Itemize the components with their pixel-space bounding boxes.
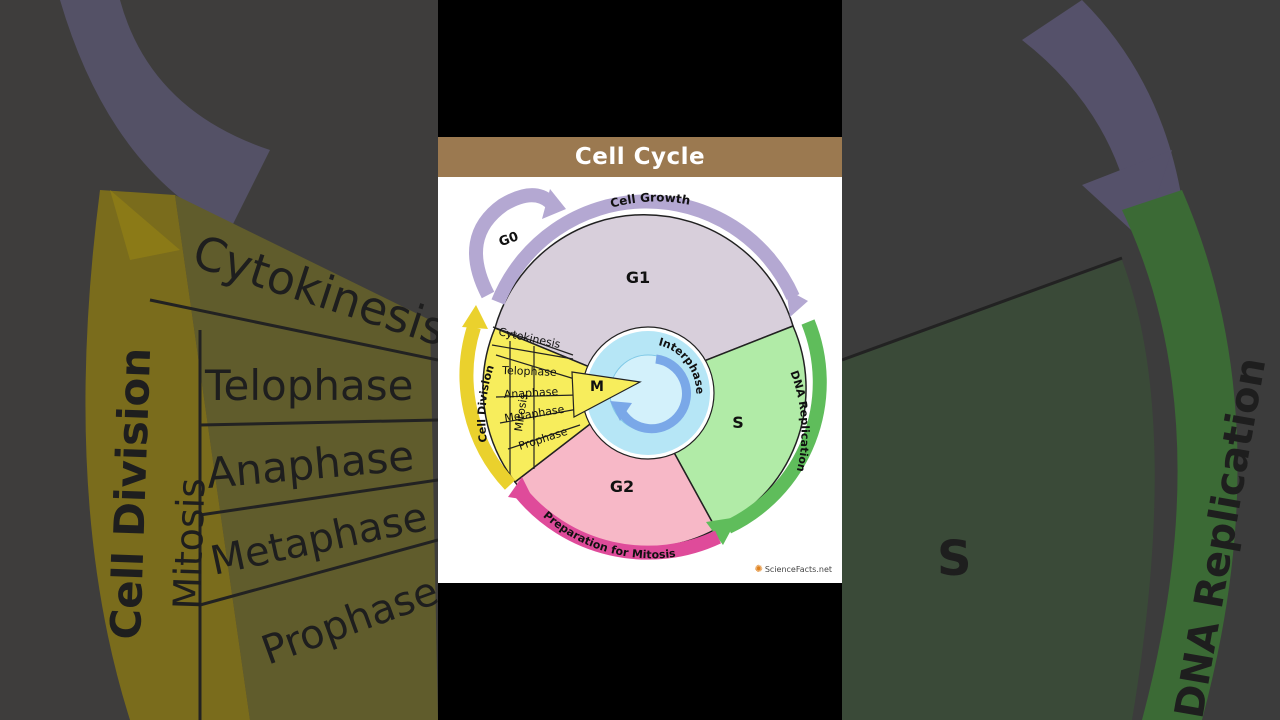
credit-footer: ✺ ScienceFacts.net — [754, 564, 832, 575]
cell-cycle-card: Cell Cycle — [438, 137, 842, 583]
dna-replication-arrow — [725, 319, 827, 534]
title-bar: Cell Cycle — [438, 137, 842, 177]
g1-sector — [494, 213, 794, 388]
s-label: S — [732, 413, 744, 432]
bg-cell-division-label: Cell Division — [101, 347, 160, 640]
cell-division-arrow — [459, 324, 516, 490]
g1-label: G1 — [626, 268, 650, 287]
cell-growth-arrow — [491, 194, 800, 305]
g0-arrow — [469, 188, 555, 299]
background-right-zoom: S DNA Replication — [842, 0, 1280, 720]
g2-label: G2 — [610, 477, 634, 496]
telophase-label: Telophase — [501, 364, 557, 379]
bg-s-label: S — [937, 531, 972, 587]
m-sector — [482, 327, 640, 484]
mitosis-label: Mitosis — [512, 393, 530, 433]
bg-mitosis-label: Mitosis — [165, 477, 214, 610]
cell-cycle-diagram: G1 S G2 M G0 Cytokinesis Telophase Anaph… — [459, 188, 827, 561]
m-label: M — [590, 379, 604, 395]
bg-telophase-label: Telophase — [204, 361, 413, 410]
interphase-arrow — [615, 354, 691, 434]
preparation-arrow — [514, 487, 721, 560]
background-left-zoom: Cytokinesis Telophase Anaphase Metaphase… — [0, 0, 438, 720]
video-frame: Cell Cycle — [438, 0, 842, 720]
m-triangle — [571, 371, 642, 418]
page-title: Cell Cycle — [574, 144, 706, 170]
anaphase-label: Anaphase — [503, 385, 558, 401]
sciencefacts-logo-icon: ✺ — [754, 564, 763, 575]
credit-text: ScienceFacts.net — [764, 565, 832, 574]
g0-label: G0 — [497, 229, 521, 250]
